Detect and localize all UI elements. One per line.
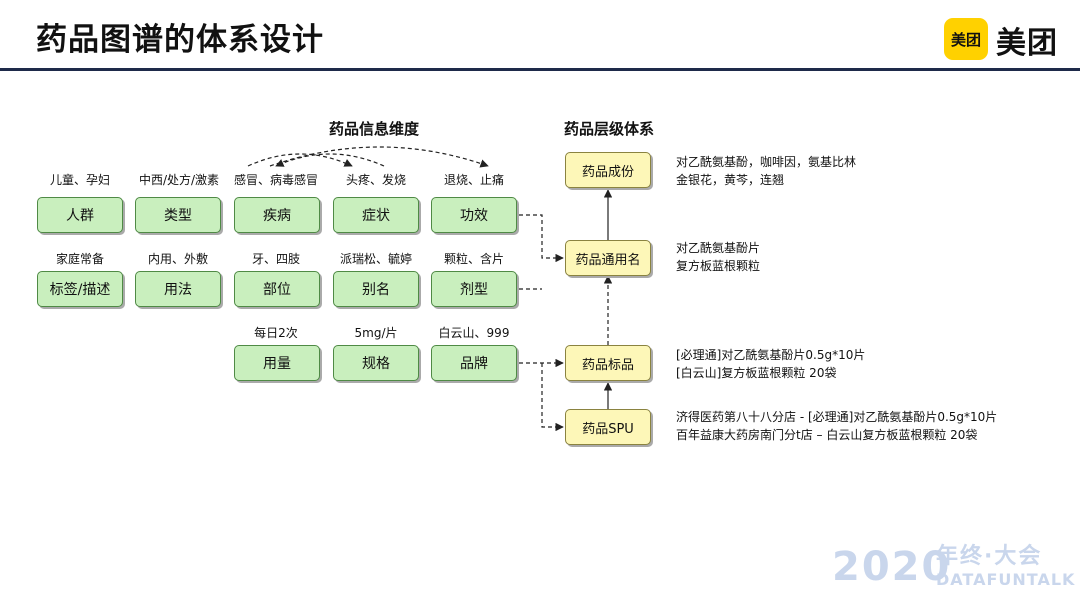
- caption-crowd: 儿童、孕妇: [49, 173, 110, 187]
- meituan-logo-badge: 美团: [944, 18, 988, 60]
- heading-dimensions: 药品信息维度: [328, 120, 419, 138]
- example-standard-product: [必理通]对乙酰氨基酚片0.5g*10片 [白云山]复方板蓝根颗粒 20袋: [676, 346, 865, 382]
- dimension-symptom: 症状: [333, 197, 419, 233]
- watermark-brand: DATAFUNTALK: [936, 570, 1076, 589]
- dimension-type: 类型: [135, 197, 221, 233]
- dimension-dosage: 用量: [234, 345, 320, 381]
- dimension-usage: 用法: [135, 271, 221, 307]
- arc-symptom-to-disease: [275, 153, 385, 167]
- caption-dosage-form: 颗粒、含片: [443, 252, 504, 266]
- example-line: 对乙酰氨基酚片: [676, 241, 761, 255]
- dimension-spec: 规格: [333, 345, 419, 381]
- hierarchy-ingredient: 药品成份: [565, 152, 651, 188]
- example-line: [必理通]对乙酰氨基酚片0.5g*10片: [676, 348, 866, 362]
- caption-tag: 家庭常备: [55, 252, 104, 266]
- caption-alias: 派瑞松、毓婷: [339, 252, 412, 266]
- heading-hierarchy: 药品层级体系: [563, 120, 654, 138]
- example-spu: 济得医药第八十八分店 - [必理通]对乙酰氨基酚片0.5g*10片 百年益康大药…: [676, 408, 997, 444]
- hierarchy-spu: 药品SPU: [565, 409, 651, 445]
- dimension-body-part: 部位: [234, 271, 320, 307]
- dimension-crowd: 人群: [37, 197, 123, 233]
- watermark-year: 2020: [832, 544, 952, 590]
- caption-type: 中西/处方/激素: [138, 173, 220, 187]
- caption-symptom: 头疼、发烧: [345, 173, 406, 187]
- caption-spec: 5mg/片: [354, 326, 398, 340]
- caption-disease: 感冒、病毒感冒: [233, 173, 318, 187]
- caption-body-part: 牙、四肢: [251, 252, 300, 266]
- example-line: 百年益康大药房南门分t店 – 白云山复方板蓝根颗粒 20袋: [676, 428, 978, 442]
- title-divider: [0, 68, 1080, 71]
- dimension-effect: 功效: [431, 197, 517, 233]
- arc-disease-to-symptom: [247, 153, 353, 167]
- hierarchy-generic-name: 药品通用名: [565, 240, 651, 276]
- watermark-title: 年终·大会: [936, 544, 1043, 569]
- meituan-logo-text: 美团: [996, 26, 1058, 61]
- arc-disease-to-effect: [269, 146, 489, 168]
- link-to-spu: [541, 363, 564, 432]
- example-generic-name: 对乙酰氨基酚片 复方板蓝根颗粒: [676, 239, 760, 275]
- caption-dosage: 每日2次: [254, 326, 298, 340]
- caption-usage: 内用、外敷: [147, 252, 208, 266]
- hierarchy-standard-product: 药品标品: [565, 345, 651, 381]
- example-line: [白云山]复方板蓝根颗粒 20袋: [676, 366, 837, 380]
- example-line: 济得医药第八十八分店 - [必理通]对乙酰氨基酚片0.5g*10片: [676, 410, 998, 424]
- example-line: 金银花，黄芩，连翘: [676, 173, 785, 187]
- dimension-disease: 疾病: [234, 197, 320, 233]
- dimension-brand: 品牌: [431, 345, 517, 381]
- example-ingredient: 对乙酰氨基酚，咖啡因，氨基比林 金银花，黄芩，连翘: [676, 153, 856, 189]
- dimension-dosage-form: 剂型: [431, 271, 517, 307]
- dimension-alias: 别名: [333, 271, 419, 307]
- dimension-tag: 标签/描述: [37, 271, 123, 307]
- caption-brand: 白云山、999: [438, 326, 510, 340]
- page-title: 药品图谱的体系设计: [36, 22, 324, 58]
- example-line: 对乙酰氨基酚，咖啡因，氨基比林: [676, 155, 857, 169]
- link-effect: [519, 214, 564, 263]
- caption-effect: 退烧、止痛: [443, 173, 504, 187]
- example-line: 复方板蓝根颗粒: [676, 259, 761, 273]
